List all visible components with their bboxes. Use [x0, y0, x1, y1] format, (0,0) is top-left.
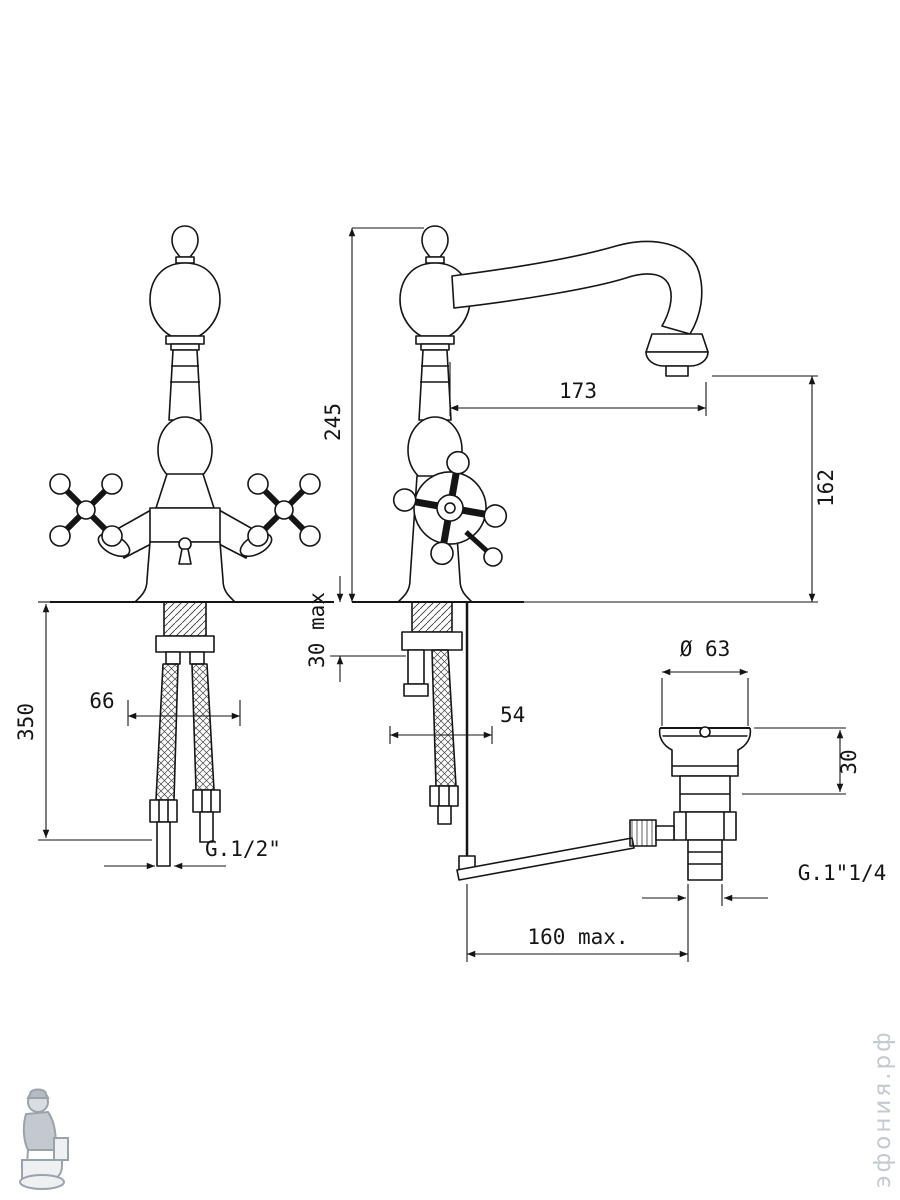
- supply-thread-label: G.1/2": [205, 837, 281, 861]
- dim-160max: [466, 884, 689, 962]
- dim-160max-label: 160 max.: [527, 925, 628, 949]
- dim-30drain-label: 30: [837, 749, 861, 774]
- drain-thread-label: G.1"1/4: [798, 861, 887, 885]
- side-view: [352, 225, 818, 881]
- dim-d63: [661, 668, 749, 726]
- front-view: [49, 225, 334, 867]
- popup-lever-bar: [456, 837, 635, 881]
- dim-66: [127, 700, 241, 726]
- watermark-site: эфония.рф: [870, 1029, 896, 1188]
- dim-66-label: 66: [89, 689, 114, 713]
- dim-350-label: 350: [14, 703, 38, 741]
- ball-joint: [629, 819, 657, 847]
- dim-30drain: [742, 727, 846, 795]
- supply-hose-left: [155, 663, 179, 801]
- dim-54-label: 54: [500, 703, 525, 727]
- dimensions: [38, 227, 846, 962]
- dim-245: [348, 227, 424, 602]
- drain-assembly: [629, 726, 752, 881]
- dim-g114: [642, 884, 768, 906]
- dim-173-label: 173: [559, 379, 597, 403]
- dim-162: [712, 375, 818, 602]
- dim-173: [449, 362, 707, 416]
- dim-30max: [330, 576, 406, 682]
- right-handle: [218, 473, 321, 559]
- dim-245-label: 245: [321, 403, 345, 441]
- plumber-logo: [19, 1088, 69, 1190]
- dim-30max-label: 30 max: [305, 592, 329, 668]
- popup-plug-pin: [699, 726, 711, 738]
- supply-hose-side: [431, 649, 457, 787]
- dim-54: [389, 726, 493, 744]
- drain-tailpiece: [687, 839, 723, 881]
- dim-350: [38, 601, 152, 841]
- spout-outlet: [665, 365, 689, 377]
- left-handle: [49, 473, 152, 559]
- dim-d63-label: Ø 63: [680, 637, 731, 661]
- dimension-labels: 245 173 162 350 66 30 max 54 160 max. Ø …: [14, 379, 886, 949]
- cross-handle-front: [392, 450, 508, 566]
- spout: [451, 240, 703, 335]
- supply-hose-right: [191, 663, 215, 791]
- popup-lever: [464, 530, 490, 554]
- dim-162-label: 162: [814, 469, 838, 507]
